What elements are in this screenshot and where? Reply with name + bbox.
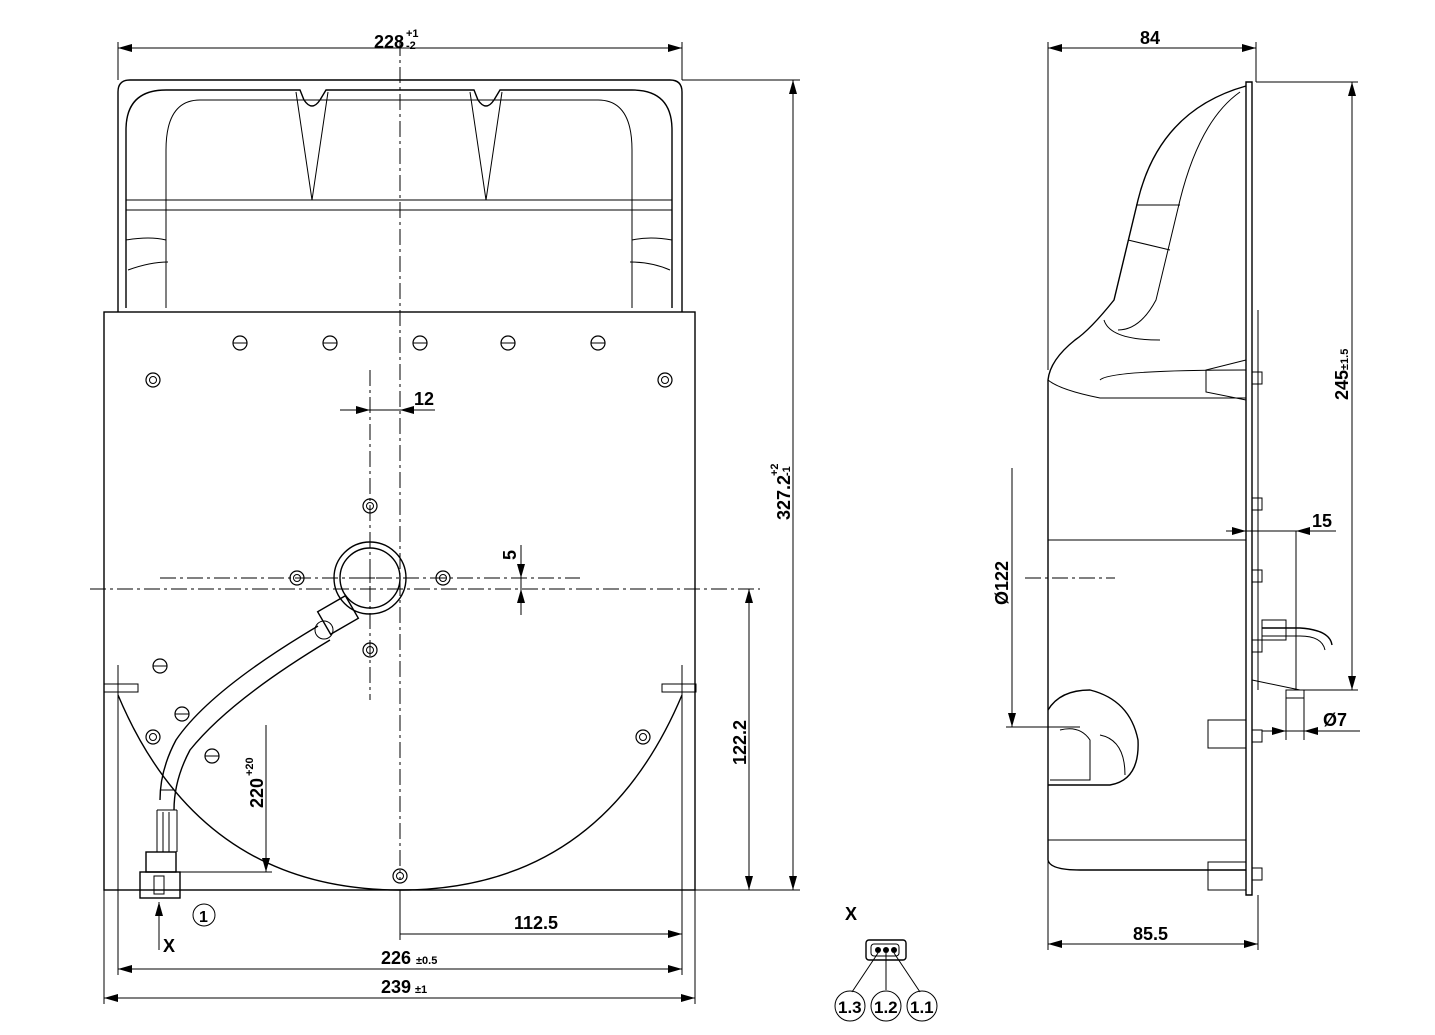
side-cutaway	[1047, 689, 1139, 786]
dim-top-width-tol-upper: +1	[406, 28, 419, 40]
side-studs	[1205, 359, 1263, 891]
torx-screws	[145, 372, 673, 884]
dim-width-239: 239	[381, 977, 411, 997]
cable	[159, 625, 319, 801]
dim-width-226-tol: ±0.5	[416, 955, 437, 967]
dim-cable-length: 220	[247, 778, 267, 808]
dim-width-239-tol: ±1	[415, 984, 427, 996]
dim-offset-12: 12	[414, 389, 434, 409]
dim-top-width: 228	[374, 32, 404, 52]
connector-plug	[145, 851, 177, 873]
dim-width-226: 226	[381, 948, 411, 968]
callout-1-circle	[192, 903, 216, 927]
bracket-right	[661, 683, 697, 693]
pin-1-2: 1.2	[874, 998, 898, 1017]
side-plate	[1245, 81, 1253, 896]
cable-gland	[316, 594, 360, 636]
housing-fin-right	[469, 91, 503, 201]
dim-half-width: 112.5	[514, 913, 558, 933]
dim-depth-84: 84	[1140, 28, 1160, 48]
dim-total-height-tol-upper: +2	[769, 463, 781, 476]
callout-1: 1	[199, 909, 208, 926]
dim-height-245: 245	[1332, 370, 1352, 400]
dim-top-width-tol-lower: -2	[406, 40, 416, 52]
dim-total-height: 327.2	[774, 475, 794, 520]
dim-flange-15: 15	[1312, 511, 1332, 531]
slot-screws	[232, 335, 606, 351]
detail-x-title: X	[845, 904, 857, 924]
dim-cable-length-tol: +20	[244, 757, 256, 776]
view-arrow-x: X	[163, 936, 175, 956]
dim-total-height-tol-lower: -1	[781, 466, 793, 476]
cable-2	[173, 639, 331, 811]
dim-hole-7: Ø7	[1323, 710, 1347, 730]
side-view: 84 245 ±1.5 Ø122 15 Ø7	[992, 28, 1360, 950]
side-housing-inner	[1117, 91, 1241, 331]
front-view: 228 +1 -2 327.2 +2 -1 12 5 122.2	[90, 28, 800, 1004]
dim-depth-85: 85.5	[1133, 924, 1168, 944]
dim-height-245-tol: ±1.5	[1339, 349, 1351, 370]
dim-height-122: 122.2	[730, 720, 750, 765]
bracket-left	[103, 683, 139, 693]
dim-diameter: Ø122	[992, 561, 1012, 605]
pin-1-3: 1.3	[838, 998, 862, 1017]
housing-curve-left	[125, 237, 169, 271]
housing-curve-right	[629, 237, 673, 271]
side-cable	[1262, 627, 1333, 646]
housing-fin-left	[295, 91, 329, 201]
side-housing	[1047, 85, 1247, 871]
connector-body	[139, 871, 181, 899]
dim-offset-5: 5	[500, 550, 520, 560]
housing-inner-2	[165, 99, 633, 308]
housing-inner	[125, 89, 673, 308]
detail-x-connector: X 1.3 1.2 1.1	[834, 904, 938, 1022]
pin-1-1: 1.1	[910, 998, 934, 1017]
